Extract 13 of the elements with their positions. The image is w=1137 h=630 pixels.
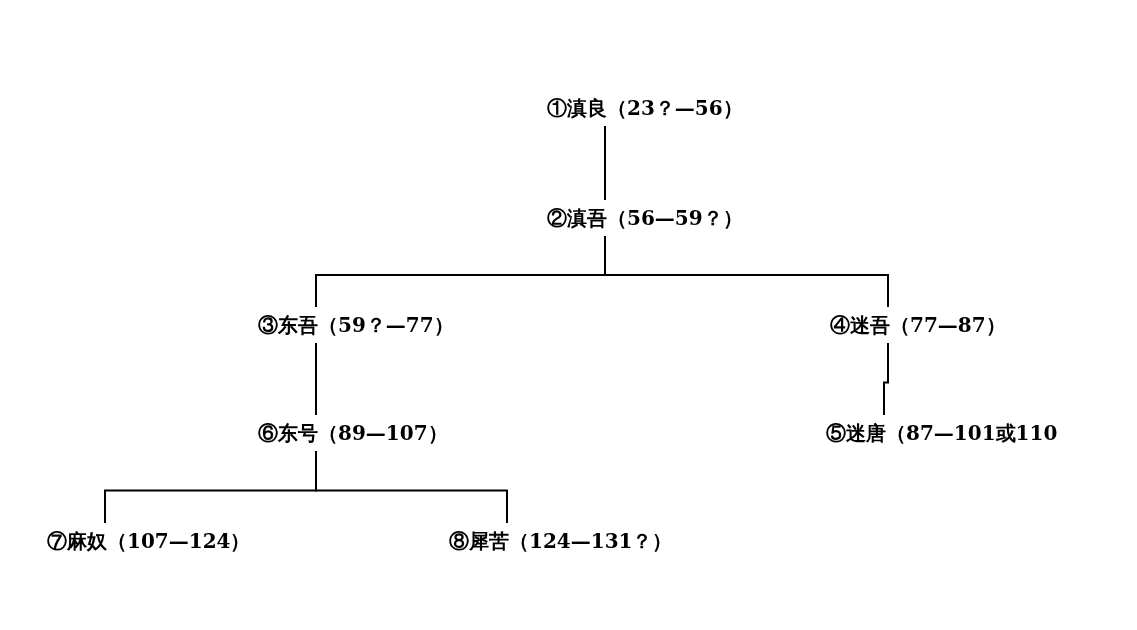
- person-label: ⑦麻奴（107—124）: [47, 528, 251, 555]
- connector-line: [315, 450, 508, 524]
- person-label: ⑥东号（89—107）: [258, 420, 448, 447]
- connector-line: [604, 125, 606, 201]
- connector-line: [315, 342, 317, 416]
- person-label: ④迷吾（77—87）: [830, 312, 1006, 339]
- person-label: ⑤迷唐（87—101或110: [826, 420, 1058, 447]
- connector-line: [883, 342, 889, 416]
- connector-line: [604, 235, 889, 308]
- person-label: ②滇吾（56—59？）: [547, 205, 743, 232]
- person-label: ⑧犀苦（124—131？）: [449, 528, 673, 555]
- person-label: ①滇良（23？—56）: [547, 95, 743, 122]
- person-label: ③东吾（59？—77）: [258, 312, 454, 339]
